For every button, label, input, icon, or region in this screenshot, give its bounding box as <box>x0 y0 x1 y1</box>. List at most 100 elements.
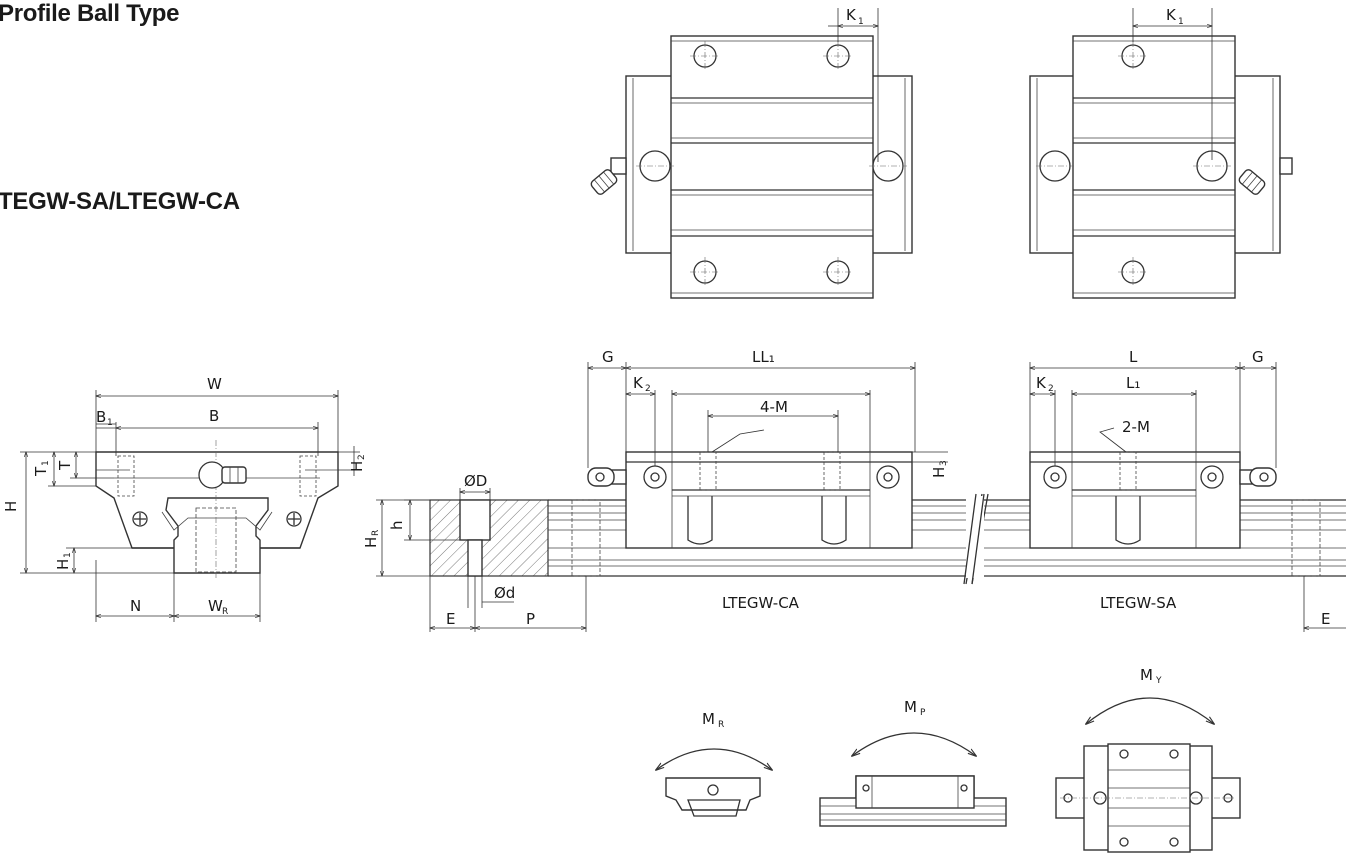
dim-T1: T 1 <box>32 452 96 486</box>
dim-E-right: E <box>1304 576 1346 632</box>
label-hr: H <box>362 537 380 548</box>
cross-section-view <box>95 440 339 580</box>
mounting-hole <box>823 41 853 71</box>
svg-text:2: 2 <box>645 384 651 394</box>
svg-text:R: R <box>371 530 381 536</box>
dim-WR: W R <box>174 573 260 622</box>
label-phi-d-small: Ød <box>494 584 515 602</box>
grease-nipple-icon <box>198 461 247 489</box>
svg-text:1: 1 <box>41 460 51 466</box>
grease-nipple-icon <box>587 467 627 487</box>
svg-text:R: R <box>222 607 228 617</box>
label-l: L <box>1129 348 1138 366</box>
label-phi-d-large: ØD <box>464 472 487 490</box>
label-h-small: h <box>388 520 406 530</box>
svg-text:M: M <box>904 698 917 716</box>
screw-icon <box>132 511 148 527</box>
dim-phiD: ØD <box>460 472 490 500</box>
dim-P: P <box>475 576 586 632</box>
label-p: P <box>526 610 535 628</box>
dim-2M: 2-M <box>1099 418 1150 453</box>
dim-H3: H 3 <box>912 451 949 478</box>
svg-text:P: P <box>920 708 926 718</box>
svg-text:1: 1 <box>63 552 73 558</box>
label-e: E <box>1321 610 1330 628</box>
label-k1: K <box>1166 6 1177 24</box>
model-title: TEGW-SA/LTEGW-CA <box>0 188 240 215</box>
label-n: N <box>130 597 141 615</box>
dim-H2: H 2 <box>338 446 367 476</box>
mounting-hole <box>1118 257 1148 287</box>
label-h: H <box>2 501 20 512</box>
label-ltegw-sa: LTEGW-SA <box>1100 594 1177 612</box>
dim-L1: L₁ <box>1072 374 1196 452</box>
dim-4M-spacing: 4-M <box>672 390 870 453</box>
moment-mr-icon: M R <box>656 710 772 817</box>
svg-text:1: 1 <box>107 418 113 428</box>
svg-text:M: M <box>702 710 715 728</box>
dim-B: B <box>116 407 318 456</box>
k1-dimension-left: K 1 <box>828 6 878 162</box>
dim-HR: H R <box>362 500 430 576</box>
top-view-ca-block <box>590 35 913 299</box>
label-k2: K <box>1036 374 1047 392</box>
end-seal-hole <box>636 150 674 182</box>
dim-LL1: LL₁ <box>626 348 915 452</box>
k1-dimension-right: K 1 <box>1133 6 1212 160</box>
label-h1: H <box>54 559 72 570</box>
dim-H: H <box>2 452 174 573</box>
label-h2: H <box>348 461 366 472</box>
dim-H1: H 1 <box>54 548 132 573</box>
svg-text:Y: Y <box>1155 676 1162 686</box>
svg-text:M: M <box>1140 666 1153 684</box>
end-seal-hole <box>876 465 900 489</box>
label-k2: K <box>633 374 644 392</box>
svg-text:R: R <box>718 720 724 730</box>
label-l1: L₁ <box>1126 374 1140 392</box>
svg-text:1: 1 <box>1178 17 1184 27</box>
mounting-hole <box>690 41 720 71</box>
label-e: E <box>446 610 455 628</box>
end-seal-hole <box>1200 465 1224 489</box>
label-ltegw-ca: LTEGW-CA <box>722 594 800 612</box>
side-view-sa-block <box>1029 451 1277 549</box>
label-h3: H <box>930 467 948 478</box>
label-b1: B <box>96 408 106 426</box>
dim-T: T <box>56 452 114 478</box>
label-t1: T <box>32 466 50 477</box>
dim-B1: B 1 <box>96 408 116 429</box>
side-view-ca-block <box>587 451 913 549</box>
screw-icon <box>286 511 302 527</box>
dim-E-left: E <box>430 576 475 632</box>
grease-nipple-icon <box>590 157 627 195</box>
grease-nipple-icon <box>1239 467 1277 487</box>
dim-G-right: G <box>1240 348 1276 468</box>
mounting-hole <box>1118 41 1148 71</box>
label-w: W <box>207 375 222 393</box>
grease-nipple-icon <box>1238 157 1293 195</box>
end-seal-hole <box>643 465 667 489</box>
series-title: Profile Ball Type <box>0 0 180 27</box>
moment-mp-icon: M P <box>819 698 1007 827</box>
svg-text:3: 3 <box>939 460 949 466</box>
mounting-hole <box>823 257 853 287</box>
mounting-hole <box>690 257 720 287</box>
label-k1: K <box>846 6 857 24</box>
moment-my-icon: M Y <box>1055 666 1241 853</box>
label-b: B <box>209 407 219 425</box>
label-g: G <box>1252 348 1264 366</box>
label-wr: W <box>208 597 223 615</box>
label-t: T <box>56 460 74 471</box>
label-2m: 2-M <box>1122 418 1150 436</box>
label-4m: 4-M <box>760 398 788 416</box>
dim-phid: Ød <box>467 576 515 608</box>
dim-N: N <box>96 560 174 622</box>
end-seal-hole <box>1036 150 1074 182</box>
top-view-sa-block <box>1029 35 1293 299</box>
svg-text:1: 1 <box>858 17 864 27</box>
dim-L: L <box>1030 348 1240 452</box>
svg-text:2: 2 <box>357 454 367 460</box>
label-g: G <box>602 348 614 366</box>
end-seal-hole <box>869 150 907 182</box>
